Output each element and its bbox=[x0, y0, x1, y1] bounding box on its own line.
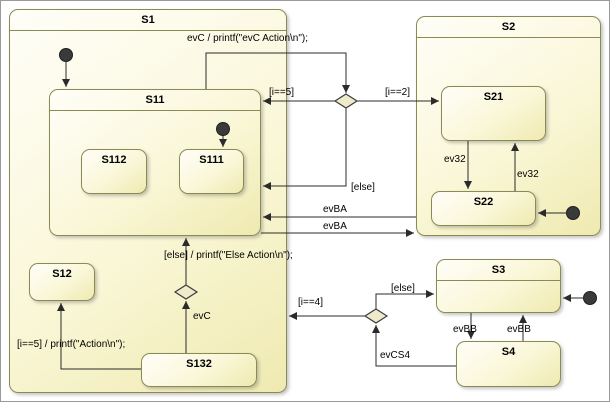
label-guard-i2: [i==2] bbox=[385, 87, 410, 98]
choice-point-2-icon[interactable] bbox=[173, 284, 199, 300]
state-s112-title: S112 bbox=[101, 154, 127, 166]
state-s22-title: S22 bbox=[473, 196, 494, 208]
label-evc-bottom: evC bbox=[193, 311, 211, 322]
state-s21-title: S21 bbox=[483, 91, 504, 103]
label-evc-top: evC / printf("evC Action\n"); bbox=[187, 33, 308, 44]
label-guard-else-top: [else] bbox=[351, 182, 375, 193]
label-evcs4: evCS4 bbox=[380, 350, 410, 361]
transition-choice1-else-to-s11[interactable] bbox=[263, 108, 347, 190]
state-s4-title: S4 bbox=[501, 346, 516, 358]
label-guard-else-bottom: [else] bbox=[391, 283, 415, 294]
choice-point-1-icon[interactable] bbox=[333, 93, 359, 109]
state-s22[interactable]: S22 bbox=[431, 191, 536, 226]
initial-state-s11-icon[interactable] bbox=[216, 122, 230, 136]
label-ev32-down: ev32 bbox=[444, 154, 466, 165]
state-s132[interactable]: S132 bbox=[141, 353, 257, 387]
transition-s132-i5-to-s12[interactable] bbox=[57, 303, 141, 370]
state-s3[interactable]: S3 bbox=[436, 259, 561, 313]
state-s4[interactable]: S4 bbox=[456, 341, 561, 387]
label-evbb-down: evBB bbox=[453, 324, 477, 335]
state-s12[interactable]: S12 bbox=[29, 263, 95, 301]
state-s11-title: S11 bbox=[50, 90, 260, 111]
label-evbb-up: evBB bbox=[507, 324, 531, 335]
initial-state-s3-icon[interactable] bbox=[583, 291, 597, 305]
label-evba-to-s2: evBA bbox=[323, 221, 347, 232]
label-ev32-up: ev32 bbox=[517, 169, 539, 180]
initial-state-s2-icon[interactable] bbox=[566, 206, 580, 220]
transition-evc-s11-to-choice1[interactable] bbox=[205, 52, 350, 93]
label-i5-action: [i==5] / printf("Action\n"); bbox=[17, 339, 125, 350]
label-evba-to-s11: evBA bbox=[323, 204, 347, 215]
state-s132-title: S132 bbox=[186, 358, 212, 370]
choice-point-3-icon[interactable] bbox=[363, 308, 389, 324]
label-guard-i5-top: [i==5] bbox=[269, 87, 294, 98]
initial-state-s1-icon[interactable] bbox=[59, 48, 73, 62]
transition-evcs4-s4-to-choice3[interactable] bbox=[372, 325, 456, 367]
state-s1-title: S1 bbox=[10, 10, 286, 31]
state-s2-title: S2 bbox=[417, 17, 600, 38]
state-s112[interactable]: S112 bbox=[81, 149, 147, 194]
state-s21[interactable]: S21 bbox=[441, 86, 546, 141]
state-s111[interactable]: S111 bbox=[179, 149, 244, 194]
label-else-action: [else] / printf("Else Action\n"); bbox=[164, 250, 293, 261]
label-guard-i4: [i==4] bbox=[298, 297, 323, 308]
transition-choice3-else-to-s3[interactable] bbox=[375, 290, 434, 309]
state-s111-title: S111 bbox=[199, 154, 224, 166]
state-s3-title: S3 bbox=[437, 260, 560, 281]
state-s12-title: S12 bbox=[52, 268, 72, 280]
